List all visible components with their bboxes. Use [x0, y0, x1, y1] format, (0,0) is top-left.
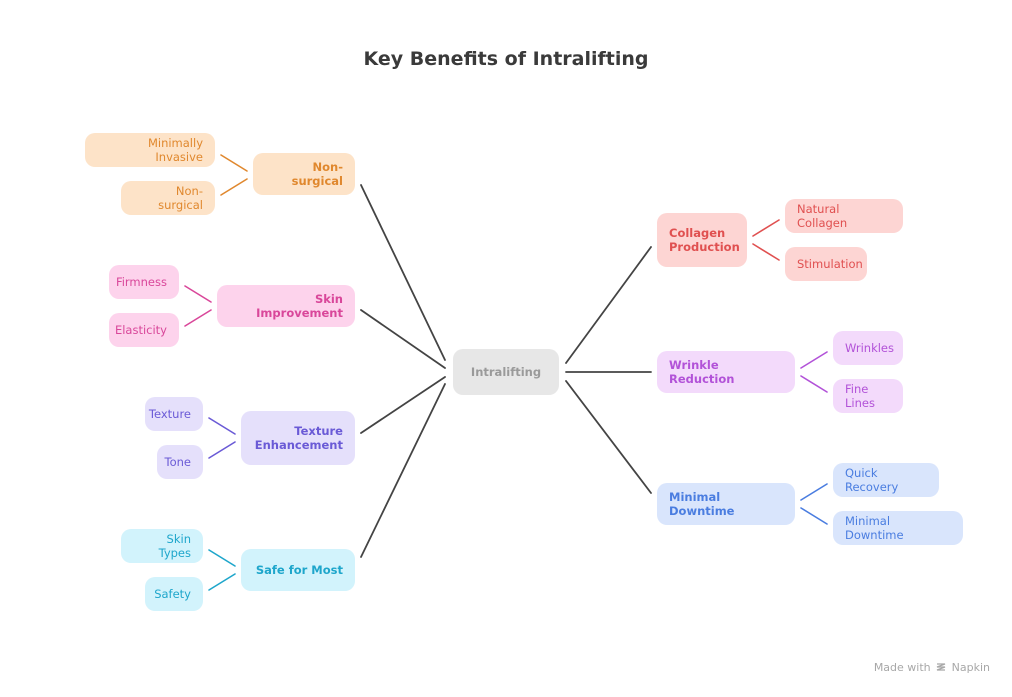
connector-minimal-downtime-children	[800, 483, 828, 525]
leaf-minimal-downtime[interactable]: Minimal Downtime	[833, 511, 963, 545]
connector-center-skin-improvement	[360, 309, 446, 369]
branch-texture-enhancement[interactable]: Texture Enhancement	[241, 411, 355, 465]
branch-skin-improvement[interactable]: Skin Improvement	[217, 285, 355, 327]
leaf-stimulation[interactable]: Stimulation	[785, 247, 867, 281]
footer-credit: Made with Napkin	[874, 661, 990, 674]
branch-safe-for-most[interactable]: Safe for Most	[241, 549, 355, 591]
napkin-logo-icon	[936, 662, 946, 672]
leaf-elasticity[interactable]: Elasticity	[109, 313, 179, 347]
connector-center-minimal-downtime	[565, 380, 652, 494]
leaf-non-surgical[interactable]: Non-surgical	[121, 181, 215, 215]
leaf-natural-collagen[interactable]: Natural Collagen	[785, 199, 903, 233]
connector-safe-for-most-children	[208, 549, 236, 591]
leaf-texture[interactable]: Texture	[145, 397, 203, 431]
branch-collagen-production[interactable]: Collagen Production	[657, 213, 747, 267]
center-node[interactable]: Intralifting	[453, 349, 559, 395]
connector-center-texture-enhancement	[360, 376, 446, 434]
leaf-quick-recovery[interactable]: Quick Recovery	[833, 463, 939, 497]
connector-texture-enhancement-children	[208, 417, 236, 459]
leaf-firmness[interactable]: Firmness	[109, 265, 179, 299]
diagram-title: Key Benefits of Intralifting	[363, 48, 649, 70]
connector-center-non-surgical	[360, 184, 446, 361]
connector-skin-improvement-children	[184, 285, 212, 327]
footer-text: Made with	[873, 661, 931, 674]
leaf-safety[interactable]: Safety	[145, 577, 203, 611]
branch-minimal-downtime[interactable]: Minimal Downtime	[657, 483, 795, 525]
connector-center-collagen-production	[565, 246, 652, 364]
connector-center-safe-for-most	[360, 383, 446, 558]
connector-wrinkle-reduction-children	[800, 351, 828, 393]
footer-brand: Napkin	[951, 661, 990, 674]
leaf-wrinkles[interactable]: Wrinkles	[833, 331, 903, 365]
connector-non-surgical-children	[220, 154, 248, 196]
leaf-skin-types[interactable]: Skin Types	[121, 529, 203, 563]
branch-non-surgical[interactable]: Non-surgical	[253, 153, 355, 195]
leaf-minimally-invasive[interactable]: Minimally Invasive	[85, 133, 215, 167]
leaf-fine-lines[interactable]: Fine Lines	[833, 379, 903, 413]
connector-collagen-production-children	[752, 219, 780, 261]
leaf-tone[interactable]: Tone	[157, 445, 203, 479]
branch-wrinkle-reduction[interactable]: Wrinkle Reduction	[657, 351, 795, 393]
